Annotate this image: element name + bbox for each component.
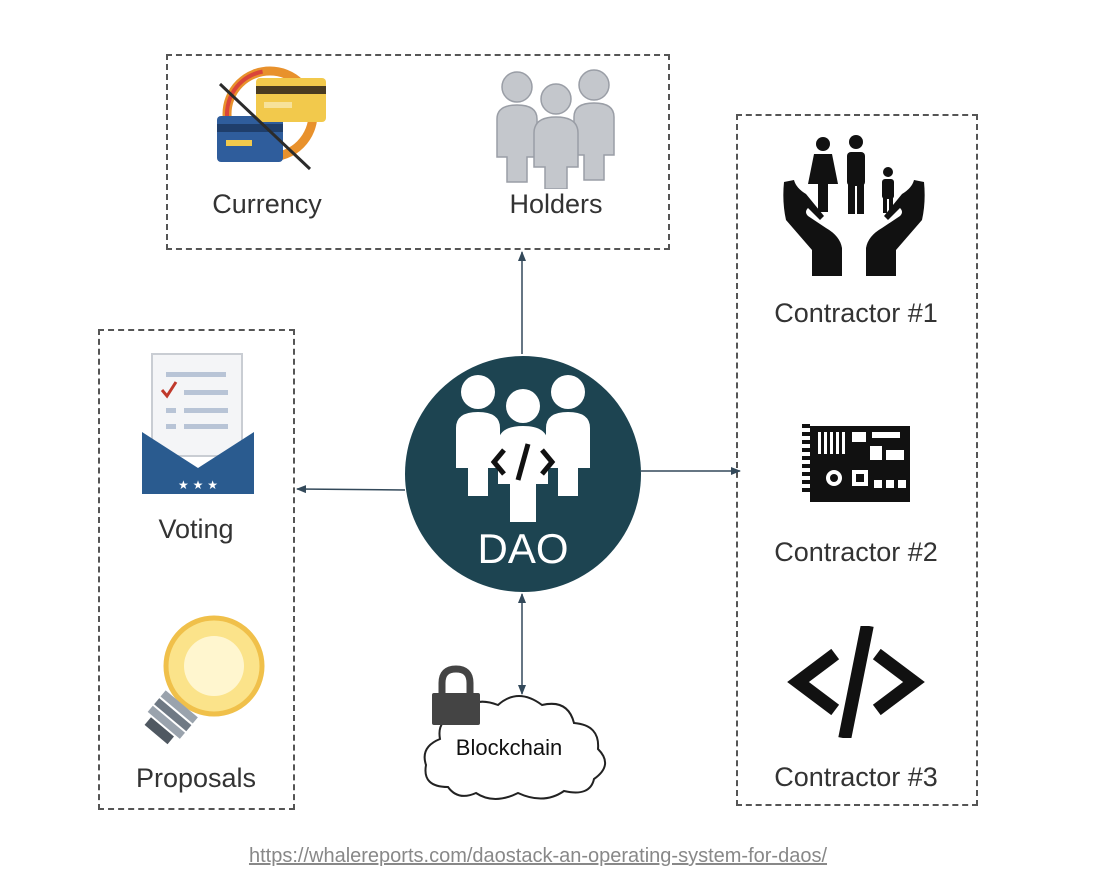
source-link[interactable]: https://whalereports.com/daostack-an-ope… [248, 845, 828, 867]
currency-label: Currency [212, 189, 322, 219]
cloud-lock-icon [423, 665, 606, 800]
contractors-box [736, 114, 978, 806]
code-brackets-icon [787, 626, 925, 738]
governance-box [98, 329, 295, 810]
stakeholders-box [166, 54, 670, 250]
contractor3-label: Contractor #3 [774, 762, 938, 792]
voting-label: Voting [158, 514, 234, 544]
holders-label: Holders [509, 189, 603, 219]
blockchain-label: Blockchain [455, 735, 563, 760]
people-code-icon [456, 375, 590, 522]
proposals-label: Proposals [135, 763, 257, 793]
ballot-envelope-icon: ★ ★ ★ [142, 353, 254, 494]
credit-cards-icon [217, 66, 326, 171]
contractor1-label: Contractor #1 [774, 298, 938, 328]
arrow-to-voting [296, 485, 406, 494]
people-group-icon [496, 69, 615, 189]
contractor2-label: Contractor #2 [774, 537, 938, 567]
circuit-board-icon [802, 424, 910, 502]
dao-label: DAO [477, 525, 569, 572]
svg-text:★ ★ ★: ★ ★ ★ [178, 478, 218, 492]
light-bulb-icon [144, 615, 265, 745]
family-hands-icon [783, 135, 925, 276]
